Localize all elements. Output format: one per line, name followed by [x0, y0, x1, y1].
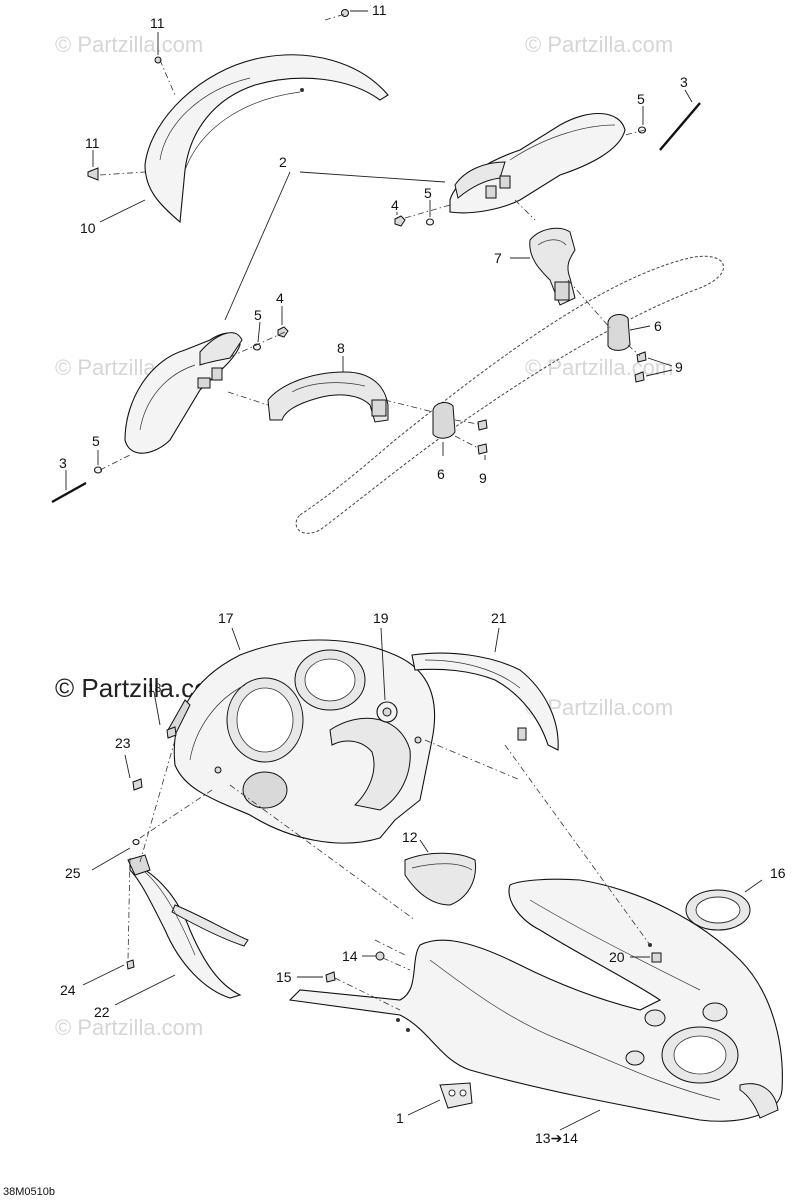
callout-9: 9 [479, 470, 487, 486]
callout-4: 4 [391, 197, 399, 213]
handlebar-outline [295, 255, 724, 534]
callout-5: 5 [424, 185, 432, 201]
bracket-left [267, 371, 389, 423]
callout-3: 3 [680, 74, 688, 90]
small-cover [404, 852, 477, 906]
callout-9: 9 [675, 359, 683, 375]
callout-22: 22 [94, 1004, 110, 1020]
callout-25: 25 [65, 865, 81, 881]
ring-seal [685, 889, 751, 931]
callout-11: 11 [85, 135, 100, 151]
callout-11: 11 [150, 15, 165, 31]
hand-guard-right [449, 113, 626, 214]
callout-6: 6 [654, 318, 662, 334]
instrument-panel [173, 639, 436, 844]
callout-5: 5 [92, 433, 100, 449]
callout-8: 8 [337, 340, 345, 356]
hand-guard-shell-top [144, 54, 389, 224]
callout-13-14: 13➔14 [535, 1130, 578, 1146]
callout-19: 19 [373, 610, 389, 626]
upper-leaders [65, 10, 693, 490]
fasteners-lower [126, 726, 662, 983]
callout-18: 18 [148, 681, 162, 695]
fasteners-upper [51, 9, 701, 504]
side-cover [411, 652, 559, 751]
callout-21: 21 [491, 610, 507, 626]
callout-12: 12 [402, 829, 418, 845]
lower-console [288, 878, 783, 1122]
callout-14: 14 [342, 948, 358, 964]
callout-2: 2 [279, 154, 287, 170]
watermark-text: © Partzilla.com [525, 32, 673, 57]
callout-6: 6 [437, 466, 445, 482]
callout-16: 16 [770, 865, 786, 881]
callout-7: 7 [494, 250, 502, 266]
callout-5: 5 [254, 307, 262, 323]
callout-15: 15 [276, 969, 292, 985]
small-bracket [439, 1082, 473, 1109]
lower-leaders [82, 627, 763, 1131]
callout-24: 24 [60, 982, 76, 998]
callout-17: 17 [218, 610, 234, 626]
side-deflector [127, 854, 249, 999]
bracket-right [529, 227, 576, 306]
watermark-text: © Partzilla.com [55, 1015, 203, 1040]
callout-11: 11 [372, 2, 387, 18]
callout-1: 1 [396, 1110, 404, 1126]
callout-3: 3 [59, 455, 67, 471]
hand-guard-left [124, 332, 243, 454]
callout-5: 5 [637, 91, 645, 107]
diagram-code: 38M0510b [3, 1186, 55, 1198]
callouts: 11 11 11 10 2 3 5 5 4 7 5 4 8 6 9 5 3 6 … [59, 2, 786, 1146]
clamp-right [607, 314, 631, 351]
callout-4: 4 [276, 290, 284, 306]
callout-20: 20 [609, 949, 625, 965]
callout-23: 23 [115, 735, 131, 751]
watermark-text: © Partzilla.com [55, 32, 203, 57]
clamp-left [432, 402, 456, 439]
callout-10: 10 [80, 220, 96, 236]
